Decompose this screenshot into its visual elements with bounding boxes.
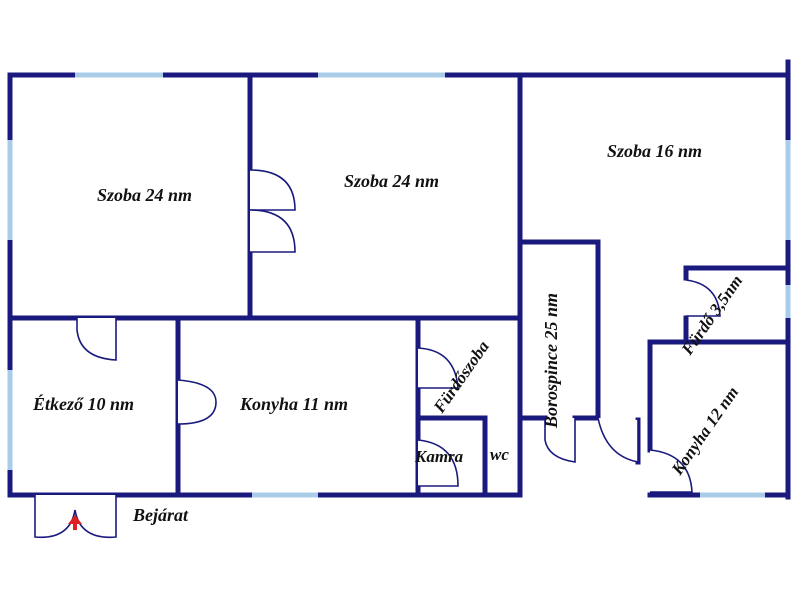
label-konyha-1: Konyha 11 nm — [239, 394, 348, 414]
door-furdoszoba[interactable] — [417, 347, 459, 389]
label-etkezo: Étkező 10 nm — [32, 393, 134, 414]
entrance-door[interactable] — [34, 495, 117, 539]
door-kamra[interactable] — [417, 439, 459, 487]
windows — [7, 72, 791, 498]
door-konyha12[interactable] — [649, 449, 693, 493]
label-szoba-3: Szoba 16 nm — [607, 141, 702, 161]
door-etkezo-top[interactable] — [76, 318, 117, 361]
door-etkezo-konyha[interactable] — [177, 379, 217, 425]
entrance-arrow-icon — [68, 515, 82, 530]
door-furdo[interactable] — [685, 279, 721, 317]
label-entrance: Bejárat — [132, 505, 189, 525]
label-szoba-1: Szoba 24 nm — [97, 185, 192, 205]
door-borospince[interactable] — [544, 418, 576, 463]
door-corridor[interactable] — [597, 417, 639, 463]
door-szoba-double-lower[interactable] — [249, 209, 296, 253]
room-labels: Szoba 24 nm Szoba 24 nm Szoba 16 nm Étke… — [32, 141, 746, 525]
label-borospince: Borospince 25 nm — [541, 293, 561, 429]
walls — [7, 59, 791, 500]
doors — [34, 169, 721, 539]
door-szoba-double-upper[interactable] — [249, 169, 296, 211]
label-kamra: Kamra — [414, 447, 464, 466]
label-wc: wc — [490, 445, 509, 464]
label-konyha-2: Konyha 12 nm — [667, 383, 742, 479]
label-szoba-2: Szoba 24 nm — [344, 171, 439, 191]
